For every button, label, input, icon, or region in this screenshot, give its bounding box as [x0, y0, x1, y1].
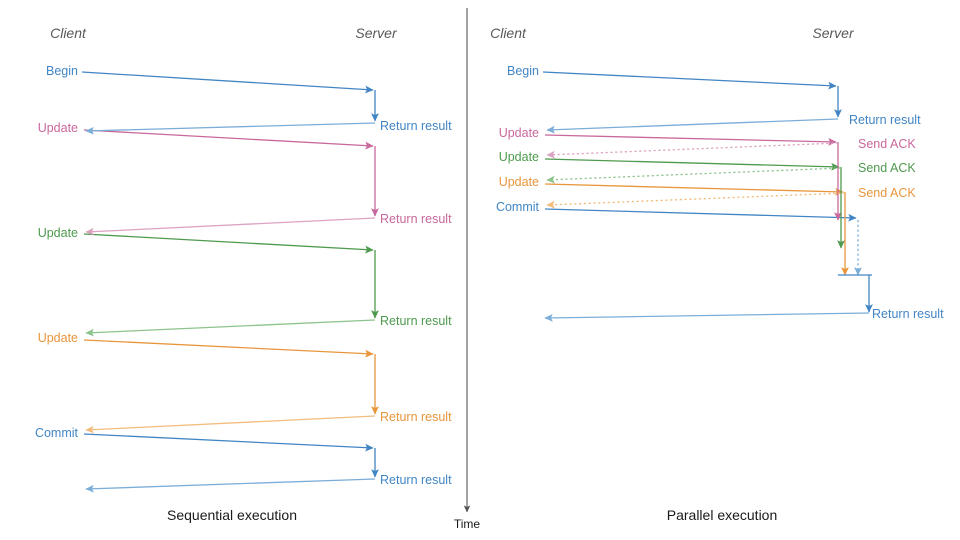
update1-response	[85, 217, 376, 236]
message-label-client-parallel-0: Begin	[507, 63, 539, 78]
message-label-server-parallel-3: Send ACK	[858, 185, 916, 200]
commit-request	[544, 208, 857, 222]
message-label-client-sequential-2: Update	[37, 225, 78, 240]
message-label-server-sequential-1: Return result	[380, 211, 452, 226]
lifeline-header-client-parallel: Client	[490, 25, 526, 41]
message-label-client-parallel-4: Commit	[495, 199, 539, 214]
begin-request	[81, 71, 374, 94]
message-label-server-parallel-2: Send ACK	[858, 160, 916, 175]
message-label-server-sequential-3: Return result	[380, 409, 452, 424]
message-label-client-parallel-3: Update	[498, 174, 539, 189]
update3-request	[83, 339, 374, 358]
commit-response	[544, 312, 870, 322]
lifeline-header-client-sequential: Client	[50, 25, 86, 41]
ack1-response	[546, 142, 839, 159]
panel-caption-parallel: Parallel execution	[666, 507, 778, 523]
message-label-server-parallel-0: Return result	[849, 112, 921, 127]
ack2-response	[546, 167, 842, 184]
begin-response	[85, 122, 376, 135]
update1-request	[544, 134, 837, 146]
time-axis-label: Time	[453, 517, 481, 531]
message-label-client-sequential-0: Begin	[46, 63, 78, 78]
begin-response	[546, 118, 839, 134]
message-label-server-parallel-1: Send ACK	[858, 136, 916, 151]
update3-request	[544, 183, 844, 196]
begin-request	[542, 71, 837, 90]
message-label-server-sequential-4: Return result	[380, 472, 452, 487]
update1-request	[83, 129, 374, 150]
commit-response	[85, 478, 376, 493]
ack3-response	[546, 192, 846, 209]
message-label-server-parallel-4: Return result	[872, 306, 944, 321]
update2-request	[544, 158, 840, 171]
message-label-server-sequential-2: Return result	[380, 313, 452, 328]
message-label-server-sequential-0: Return result	[380, 118, 452, 133]
message-label-client-parallel-1: Update	[498, 125, 539, 140]
panel-caption-sequential: Sequential execution	[167, 507, 297, 523]
message-label-client-parallel-2: Update	[498, 149, 539, 164]
lifeline-header-server-sequential: Server	[355, 25, 397, 41]
update2-request	[83, 233, 374, 254]
lifeline-header-server-parallel: Server	[812, 25, 854, 41]
message-label-client-sequential-4: Commit	[34, 425, 78, 440]
update3-response	[85, 415, 376, 434]
update2-response	[85, 319, 376, 337]
message-label-client-sequential-1: Update	[37, 120, 78, 135]
commit-request	[83, 433, 374, 452]
message-label-client-sequential-3: Update	[37, 330, 78, 345]
